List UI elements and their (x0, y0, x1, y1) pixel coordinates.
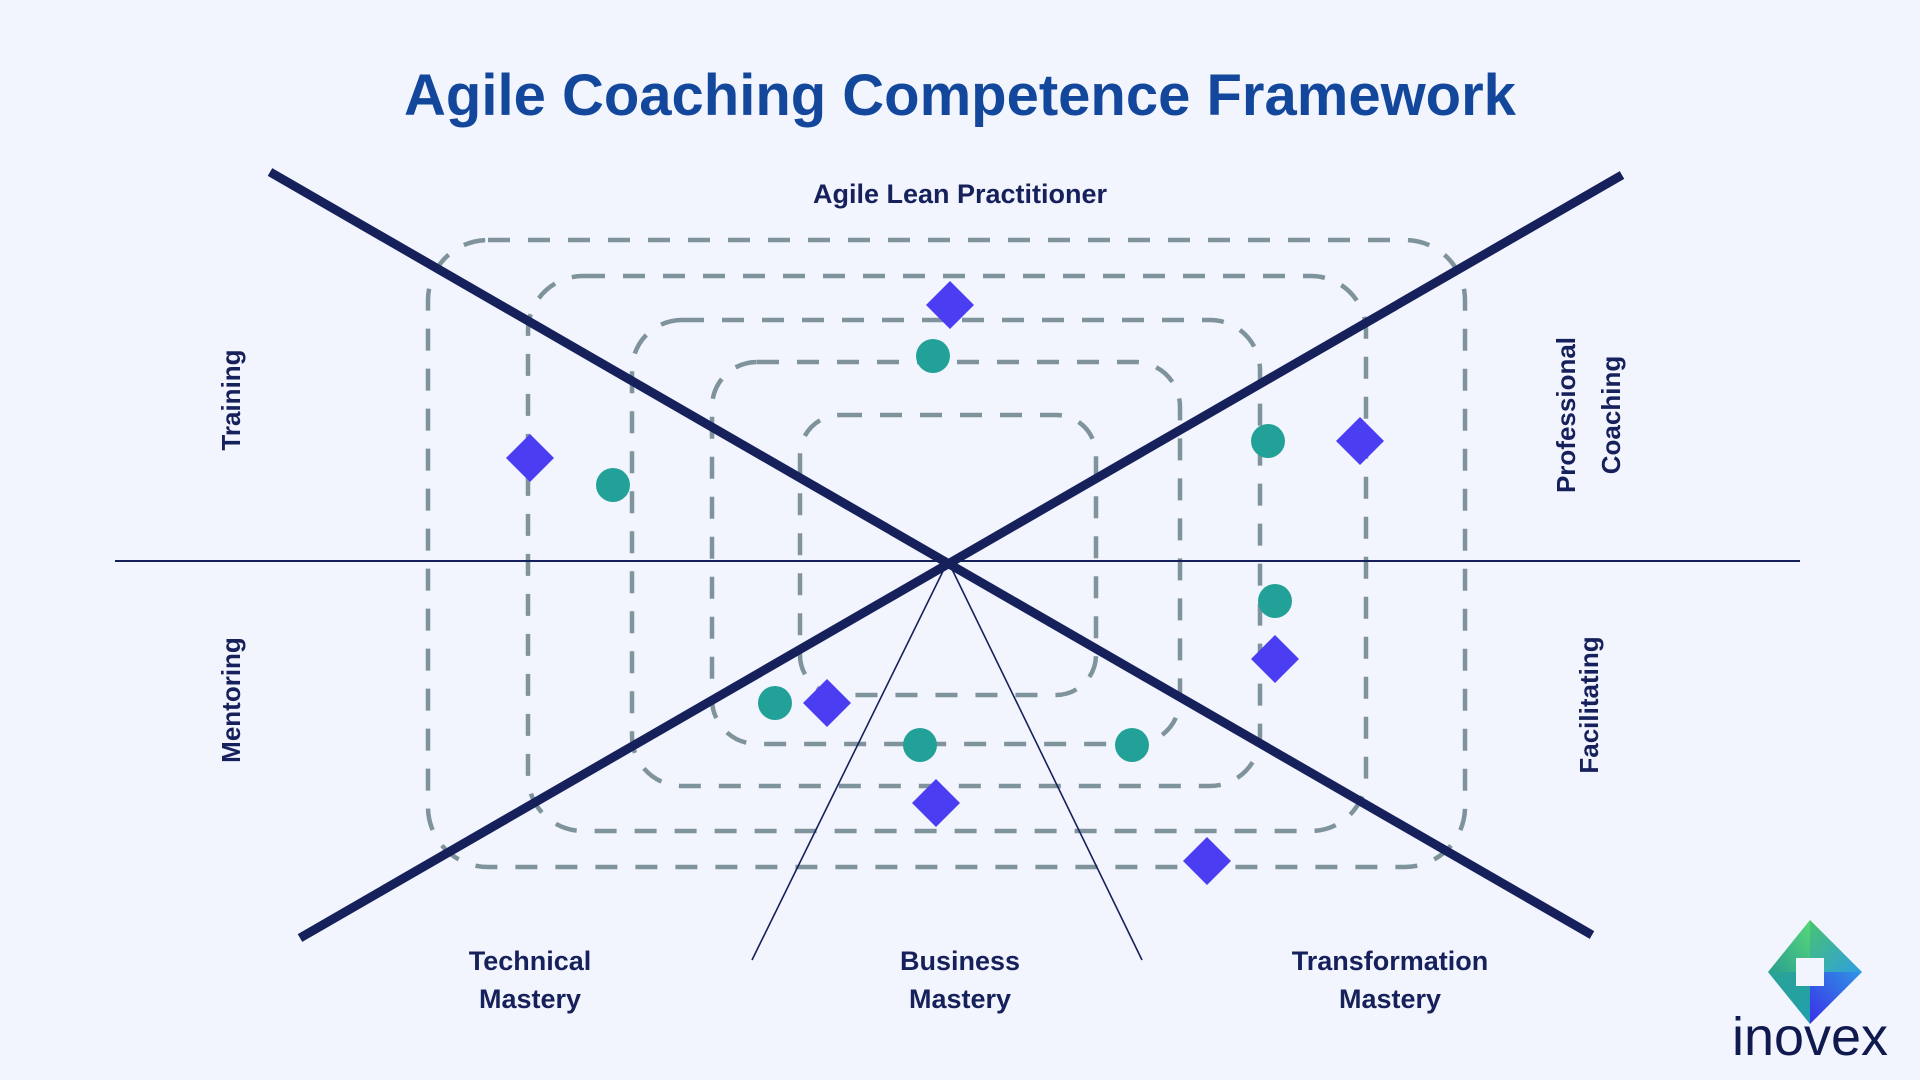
axis-label-training: Training (216, 349, 246, 450)
dashed-box-level-1 (425, 237, 1468, 870)
axis-label-coaching: Coaching (1596, 356, 1626, 474)
marker-diamond-1[interactable] (926, 281, 974, 329)
dashed-box-level-5 (797, 412, 1099, 698)
axis-label-professional: Professional (1551, 337, 1581, 493)
marker-circle-4[interactable] (1258, 584, 1292, 618)
dashed-box-level-3 (629, 317, 1263, 789)
bottom-label-technical: Technical (469, 946, 592, 976)
dashed-box-level-4 (709, 359, 1183, 747)
fan-line-1 (751, 560, 949, 961)
diagonal-down-right (267, 168, 1595, 939)
marker-circle-6[interactable] (903, 728, 937, 762)
inovex-diamond-icon (1768, 920, 1862, 1024)
inovex-wordmark: inovex (1732, 1007, 1888, 1067)
bottom-label-transformation-mastery: Mastery (1339, 984, 1441, 1014)
marker-diamond-3[interactable] (1336, 417, 1384, 465)
axis-label-facilitating: Facilitating (1574, 636, 1604, 773)
axis-label-mentoring: Mentoring (216, 637, 246, 763)
top-label-agile-lean-practitioner: Agile Lean Practitioner (813, 179, 1108, 209)
marker-circle-3[interactable] (1251, 424, 1285, 458)
marker-layer (506, 281, 1384, 885)
bottom-label-technical-mastery: Mastery (479, 984, 581, 1014)
marker-circle-2[interactable] (596, 468, 630, 502)
marker-diamond-5[interactable] (803, 679, 851, 727)
marker-diamond-7[interactable] (1183, 837, 1231, 885)
marker-circle-7[interactable] (1115, 728, 1149, 762)
marker-diamond-4[interactable] (1251, 635, 1299, 683)
marker-circle-5[interactable] (758, 686, 792, 720)
diagonal-cross-lines (267, 168, 1625, 942)
diagonal-up-right (297, 171, 1625, 942)
fan-line-2 (947, 560, 1143, 961)
marker-diamond-2[interactable] (506, 434, 554, 482)
marker-diamond-6[interactable] (912, 779, 960, 827)
nested-dashed-boxes (425, 237, 1468, 870)
bottom-label-transformation: Transformation (1292, 946, 1489, 976)
bottom-label-business-mastery: Mastery (909, 984, 1011, 1014)
bottom-label-business: Business (900, 946, 1020, 976)
inovex-logo[interactable]: inovex (1732, 920, 1888, 1067)
center-fan-lines (751, 560, 1143, 961)
marker-circle-1[interactable] (916, 339, 950, 373)
page-title: Agile Coaching Competence Framework (404, 63, 1517, 128)
dashed-box-level-2 (525, 273, 1369, 834)
